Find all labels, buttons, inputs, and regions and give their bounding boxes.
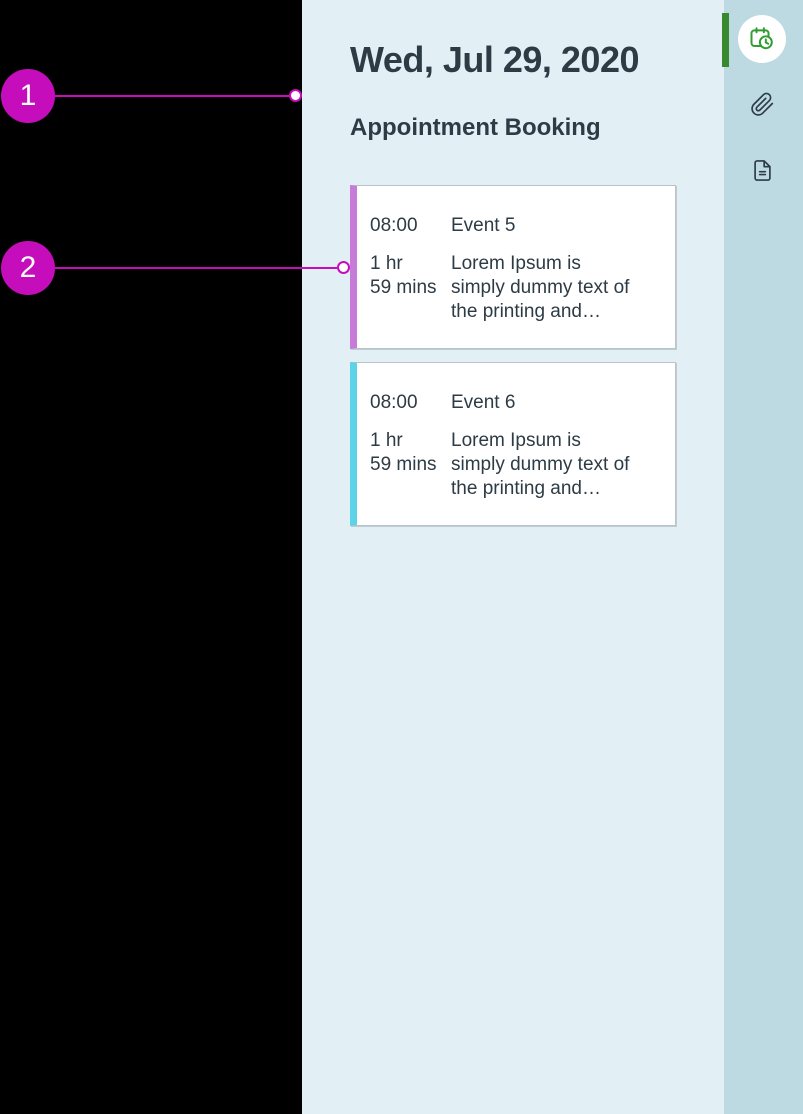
sidebar-item-documents[interactable] [738, 146, 786, 194]
event-title: Event 5 [451, 215, 516, 236]
sidebar-item-attachments[interactable] [738, 80, 786, 128]
event-description: Lorem Ipsum is simply dummy text of the … [451, 253, 630, 322]
page-subtitle: Appointment Booking [350, 114, 601, 141]
right-icon-rail [724, 0, 803, 1114]
document-icon [753, 159, 771, 181]
calendar-clock-icon [750, 27, 773, 50]
event-time: 08:00 [370, 215, 418, 236]
callout-number: 2 [19, 251, 37, 284]
paperclip-icon [750, 92, 773, 116]
event-description: Lorem Ipsum is simply dummy text of the … [451, 430, 630, 499]
appointments-panel [302, 0, 724, 1114]
callout-endpoint-ring [337, 261, 350, 274]
sidebar-item-calendar[interactable] [738, 15, 786, 63]
event-card[interactable]: 08:00 Event 5 1 hr 59 mins Lorem Ipsum i… [350, 185, 676, 349]
callout-marker-1: 1 [1, 69, 55, 123]
event-card[interactable]: 08:00 Event 6 1 hr 59 mins Lorem Ipsum i… [350, 362, 676, 526]
event-title: Event 6 [451, 392, 516, 413]
callout-endpoint-ring [289, 89, 302, 102]
callout-marker-2: 2 [1, 241, 55, 295]
page-title-date: Wed, Jul 29, 2020 [350, 39, 640, 80]
callout-number: 1 [19, 79, 37, 112]
event-duration: 1 hr 59 mins [370, 430, 437, 475]
event-time: 08:00 [370, 392, 418, 413]
callout-line [55, 95, 290, 97]
event-card-list: 08:00 Event 5 1 hr 59 mins Lorem Ipsum i… [350, 185, 676, 539]
callout-line [55, 267, 337, 269]
active-item-indicator [722, 13, 729, 67]
event-duration: 1 hr 59 mins [370, 253, 437, 298]
